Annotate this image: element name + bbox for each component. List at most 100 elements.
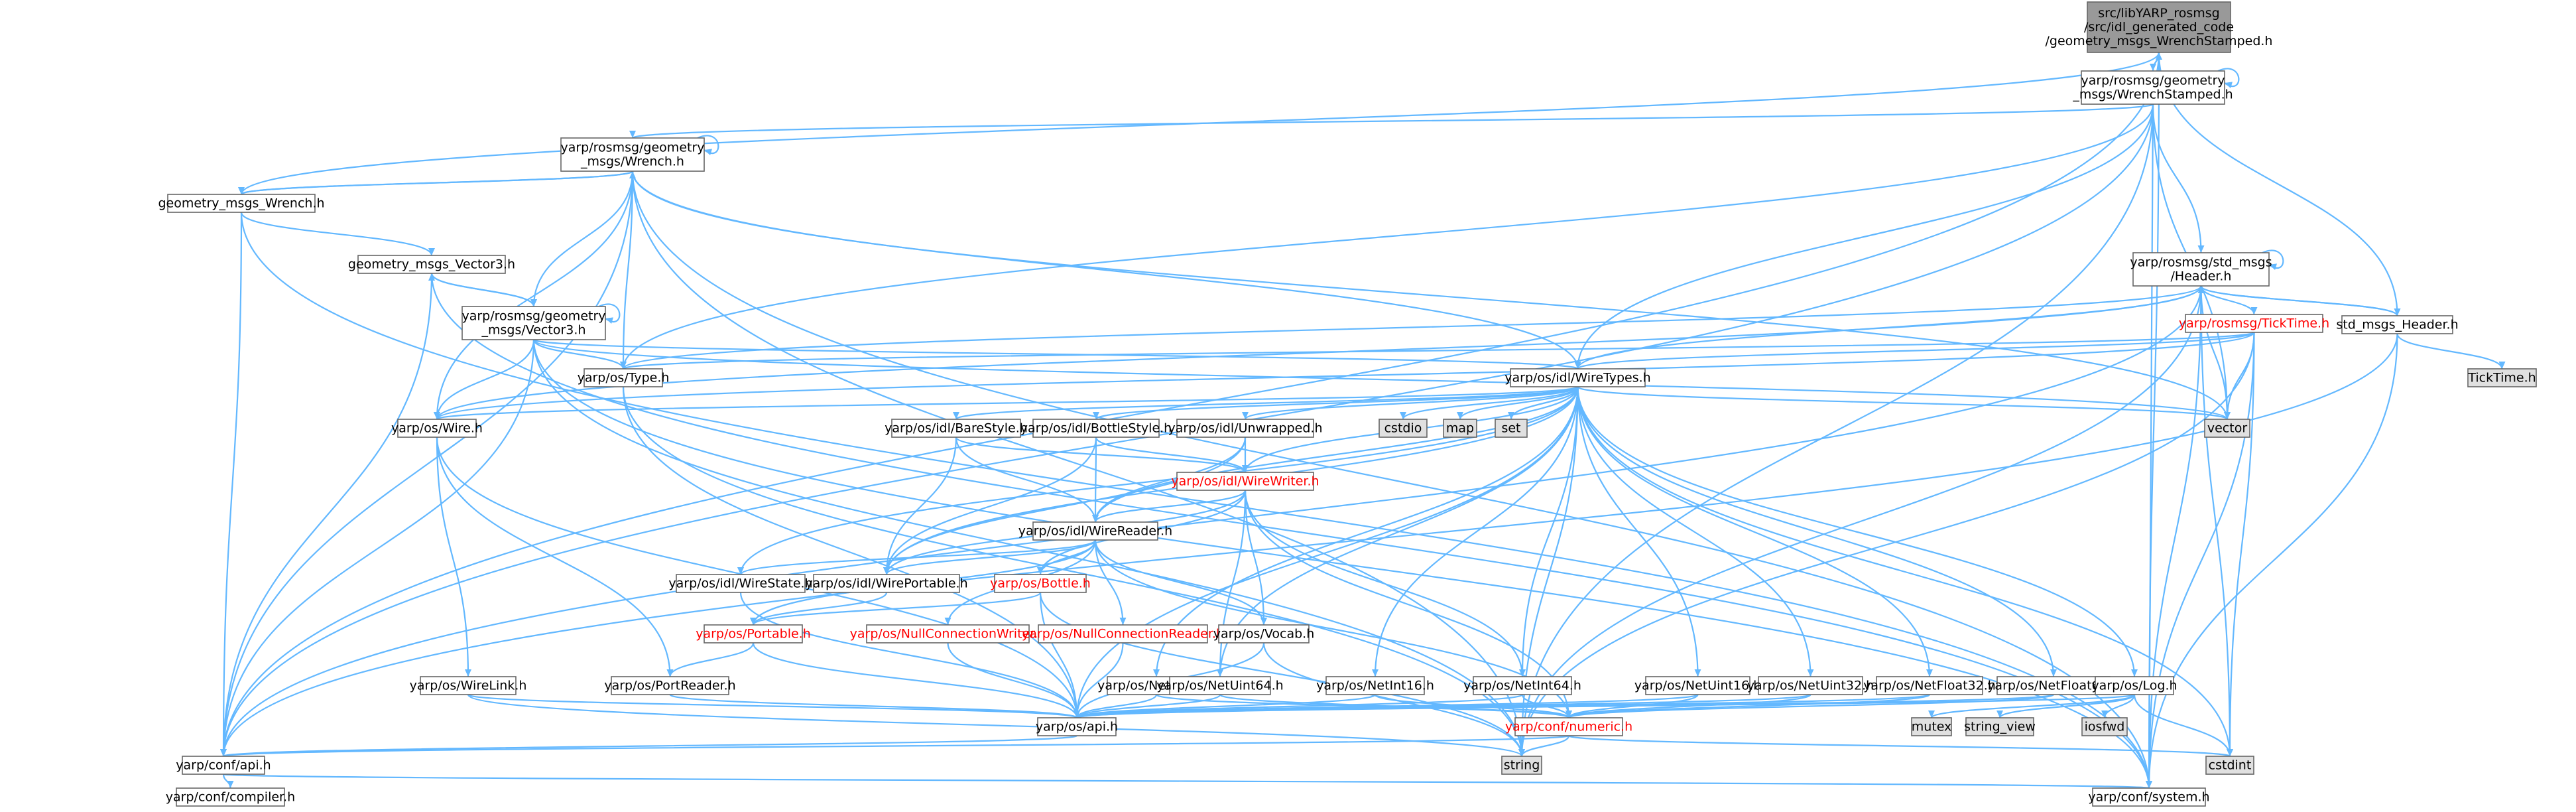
edge-numeric-to-string: [1518, 735, 1570, 757]
edge-root-to-conf_api: [220, 52, 2160, 757]
node-std-msgs-header[interactable]: std_msgs_Header.h: [2336, 315, 2459, 334]
node-string[interactable]: string: [1501, 756, 1542, 775]
node-label: yarp/os/Vocab.h: [1213, 627, 1314, 642]
edge-rosmsg_wrench-to-wiretypes: [631, 170, 1581, 370]
node-box: [891, 419, 1021, 438]
node-label: yarp/os/NetUint64.h: [1156, 679, 1283, 693]
node-vector[interactable]: vector: [2204, 419, 2250, 438]
node-rosmsg-vector3[interactable]: yarp/rosmsg/geometry_msgs/Vector3.h: [461, 306, 606, 340]
node-wirewriter[interactable]: yarp/os/idl/WireWriter.h: [1171, 472, 1319, 491]
edge-rosmsg_vector3-to-wiretypes: [532, 338, 1581, 370]
edge-log-to-os_api: [1073, 693, 2136, 719]
node-label: yarp/os/PortReader.h: [604, 679, 735, 693]
node-box: [2095, 676, 2174, 695]
node-wirereader[interactable]: yarp/os/idl/WireReader.h: [1018, 521, 1172, 541]
node-box: [1911, 717, 1952, 736]
node-rosmsg-wrench[interactable]: yarp/rosmsg/geometry_msgs/Wrench.h: [560, 137, 705, 172]
node-os-wire[interactable]: yarp/os/Wire.h: [391, 419, 483, 438]
node-netfloat64[interactable]: yarp/os/NetFloat64.h: [1987, 676, 2120, 695]
node-netuint64[interactable]: yarp/os/NetUint64.h: [1156, 676, 1284, 695]
edge-conf_api-to-system: [222, 773, 2152, 789]
edge-wirestate-to-os_api: [739, 592, 1080, 718]
node-system[interactable]: yarp/conf/system.h: [2088, 787, 2210, 807]
edge-wirereader-to-nullconnreader: [1094, 539, 1127, 626]
node-cstdio[interactable]: cstdio: [1379, 419, 1428, 438]
node-label: yarp/os/NetFloat32.h: [1863, 679, 1996, 693]
node-portreader[interactable]: yarp/os/PortReader.h: [604, 676, 736, 695]
node-netuint16[interactable]: yarp/os/NetUint16.h: [1634, 676, 1761, 695]
node-string-view[interactable]: string_view: [1964, 717, 2036, 736]
node-label: yarp/os/idl/WireState.h: [668, 576, 812, 591]
edge-tick_time-to-system: [2146, 332, 2255, 789]
node-geom-vector3[interactable]: geometry_msgs_Vector3.h: [348, 255, 515, 274]
node-label: /src/idl_generated_code: [2084, 20, 2234, 34]
edge-wiretypes-to-map: [1457, 386, 1579, 420]
node-netint64[interactable]: yarp/os/NetInt64.h: [1463, 676, 1581, 695]
node-box: [1876, 676, 1983, 695]
node-os-api[interactable]: yarp/os/api.h: [1036, 717, 1118, 736]
edge-wiretypes-to-cstdio: [1400, 386, 1579, 420]
node-label: geometry_msgs_Wrench.h: [158, 196, 324, 211]
node-portable[interactable]: yarp/os/Portable.h: [696, 624, 811, 643]
node-box: [1379, 419, 1428, 438]
edge-wirewriter-to-netint64: [1244, 490, 1526, 677]
node-label: yarp/os/NetInt16.h: [1316, 679, 1434, 693]
node-netint16[interactable]: yarp/os/NetInt16.h: [1316, 676, 1434, 695]
edge-wrench_stamped-to-rosmsg_wrench: [629, 103, 2154, 139]
node-ticktime-h[interactable]: TickTime.h: [2467, 368, 2537, 387]
node-bottlestyle[interactable]: yarp/os/idl/BottleStyle.h: [1020, 419, 1172, 438]
node-mutex[interactable]: mutex: [1911, 717, 1952, 736]
node-label: string_view: [1964, 720, 2036, 734]
node-label: yarp/os/idl/BottleStyle.h: [1020, 421, 1172, 436]
edge-wiretypes-to-os_wire: [434, 385, 1579, 421]
edge-wiretypes-to-unwrapped: [1242, 385, 1579, 421]
node-geom-wrench[interactable]: geometry_msgs_Wrench.h: [158, 194, 325, 213]
node-box: [176, 787, 285, 807]
node-nullconnreader[interactable]: yarp/os/NullConnectionReader.h: [1022, 624, 1224, 643]
node-map[interactable]: map: [1443, 419, 1477, 438]
node-barestyle[interactable]: yarp/os/idl/BareStyle.h: [885, 419, 1028, 438]
node-label: yarp/conf/system.h: [2088, 790, 2209, 805]
edge-wiretypes-to-bottlestyle: [1093, 385, 1579, 421]
node-numeric[interactable]: yarp/conf/numeric.h: [1505, 717, 1632, 736]
node-compiler[interactable]: yarp/conf/compiler.h: [166, 787, 295, 807]
node-wirelink[interactable]: yarp/os/WireLink.h: [410, 676, 527, 695]
node-wirestate[interactable]: yarp/os/idl/WireState.h: [668, 574, 813, 593]
node-label: yarp/os/idl/Unwrapped.h: [1168, 421, 1322, 436]
node-tick-time[interactable]: yarp/rosmsg/TickTime.h: [2179, 314, 2329, 333]
node-wiretypes[interactable]: yarp/os/idl/WireTypes.h: [1504, 368, 1651, 387]
node-box: [813, 574, 960, 593]
node-nullconnwriter[interactable]: yarp/os/NullConnectionWriter.h: [850, 624, 1046, 643]
node-box: [1758, 676, 1863, 695]
node-log[interactable]: yarp/os/Log.h: [2091, 676, 2177, 695]
node-root[interactable]: src/libYARP_rosmsg/src/idl_generated_cod…: [2046, 1, 2273, 53]
node-vocab[interactable]: yarp/os/Vocab.h: [1213, 624, 1314, 643]
edge-wrench_stamped-to-os_type: [620, 103, 2154, 370]
node-bottle[interactable]: yarp/os/Bottle.h: [990, 574, 1091, 593]
node-cstdint[interactable]: cstdint: [2205, 756, 2254, 775]
node-box: [1473, 676, 1572, 695]
node-box: [2081, 70, 2225, 105]
node-label: yarp/rosmsg/geometry: [461, 309, 605, 324]
node-box: [1037, 717, 1117, 736]
node-box: [1176, 472, 1314, 491]
node-set[interactable]: set: [1495, 419, 1528, 438]
node-os-type[interactable]: yarp/os/Type.h: [578, 368, 670, 387]
node-wireportable[interactable]: yarp/os/idl/WirePortable.h: [805, 574, 968, 593]
node-label: cstdio: [1384, 421, 1422, 436]
edge-std_header-to-tick_time: [2200, 285, 2258, 315]
edge-rosmsg_wrench-to-rosmsg_vector3: [530, 170, 634, 307]
node-netfloat32[interactable]: yarp/os/NetFloat32.h: [1863, 676, 1996, 695]
node-box: [182, 756, 265, 775]
node-box: [2185, 314, 2323, 333]
node-box: [1176, 419, 1314, 438]
node-std-header[interactable]: yarp/rosmsg/std_msgs/Header.h: [2130, 252, 2272, 287]
edge-wiretypes-to-netint32: [1153, 386, 1579, 677]
node-netuint32[interactable]: yarp/os/NetUint32.h: [1747, 676, 1874, 695]
node-box: [1510, 368, 1646, 387]
edge-bottle-to-portable: [750, 591, 1042, 626]
node-conf-api[interactable]: yarp/conf/api.h: [176, 756, 271, 775]
node-unwrapped[interactable]: yarp/os/idl/Unwrapped.h: [1168, 419, 1323, 438]
node-wrench-stamped[interactable]: yarp/rosmsg/geometry_msgs/WrenchStamped.…: [2072, 70, 2233, 105]
node-iosfwd[interactable]: iosfwd: [2081, 717, 2128, 736]
